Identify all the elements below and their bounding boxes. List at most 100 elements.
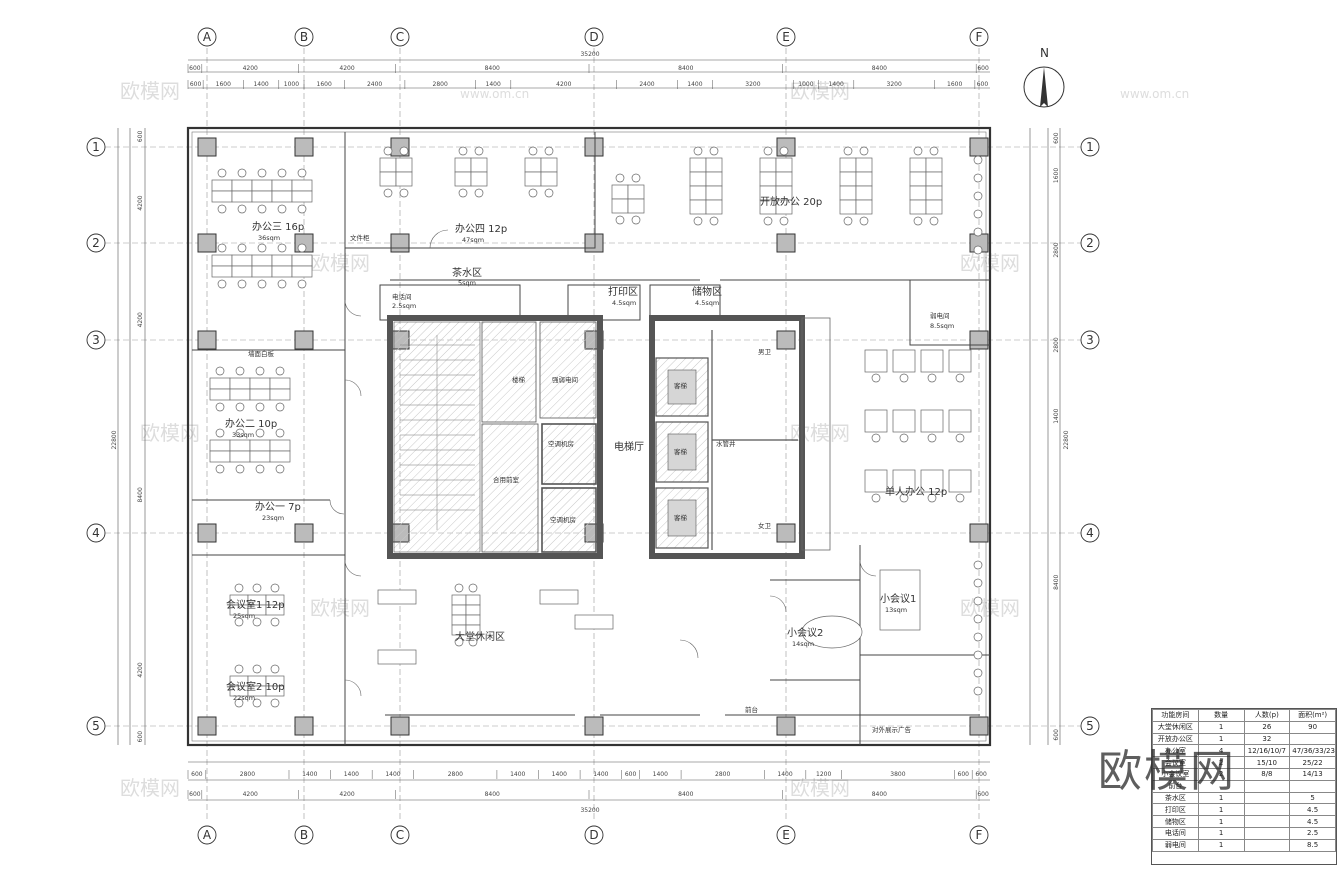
sofa bbox=[377, 589, 417, 605]
structural-column bbox=[584, 716, 604, 736]
desk bbox=[839, 185, 857, 201]
dimension-label: 8400 bbox=[485, 791, 500, 798]
room-meeting1-area: 25sqm bbox=[233, 612, 255, 620]
dimension-label: 3200 bbox=[887, 81, 902, 88]
chair bbox=[859, 146, 869, 156]
dimension-label: 1400 bbox=[653, 771, 668, 778]
room-meeting1-name: 会议室1 12p bbox=[226, 598, 285, 611]
chair bbox=[237, 168, 247, 178]
dimension-label: 600 bbox=[137, 731, 144, 743]
chair bbox=[234, 583, 244, 593]
desk bbox=[611, 198, 629, 214]
chair bbox=[234, 698, 244, 708]
chair bbox=[973, 596, 983, 606]
chair bbox=[270, 698, 280, 708]
chair bbox=[927, 433, 937, 443]
chair bbox=[217, 279, 227, 289]
building-inner-outline bbox=[191, 131, 987, 742]
desk bbox=[269, 388, 291, 401]
dimension-label: 1400 bbox=[687, 81, 702, 88]
chair bbox=[763, 216, 773, 226]
desk bbox=[540, 171, 558, 187]
desk bbox=[465, 594, 481, 606]
chair bbox=[929, 216, 939, 226]
chair bbox=[297, 204, 307, 214]
chair bbox=[257, 279, 267, 289]
desk bbox=[379, 157, 397, 173]
room-tea-area: 5sqm bbox=[458, 279, 476, 287]
dimension-label: 4200 bbox=[556, 81, 571, 88]
desk bbox=[379, 171, 397, 187]
room-small-meeting1-area: 13sqm bbox=[885, 606, 907, 614]
chair bbox=[458, 188, 468, 198]
axis-bubble-C bbox=[390, 27, 410, 47]
room-elevator-2: 客梯 bbox=[674, 447, 688, 456]
chair bbox=[779, 216, 789, 226]
room-print-area: 4.5sqm bbox=[612, 299, 636, 307]
chair bbox=[929, 146, 939, 156]
chair bbox=[973, 191, 983, 201]
desk bbox=[209, 439, 231, 452]
desk bbox=[855, 171, 873, 187]
room-ac: 空调机房 bbox=[550, 515, 576, 524]
desk bbox=[231, 179, 253, 192]
desk bbox=[948, 349, 972, 373]
room-reception: 前台 bbox=[745, 705, 758, 714]
chair bbox=[255, 402, 265, 412]
desk bbox=[909, 199, 927, 215]
axis-label-A: A bbox=[203, 828, 212, 842]
room-office4-name: 办公四 12p bbox=[455, 222, 507, 235]
desk bbox=[705, 171, 723, 187]
table-cell: 1 bbox=[1197, 826, 1245, 840]
chair bbox=[973, 155, 983, 165]
structural-column bbox=[197, 137, 217, 157]
chair bbox=[709, 146, 719, 156]
structural-column bbox=[294, 716, 314, 736]
structural-column bbox=[776, 233, 796, 253]
watermark: 欧模网 bbox=[120, 79, 180, 103]
axis-bubble-B bbox=[294, 825, 314, 845]
chair bbox=[257, 168, 267, 178]
desk bbox=[249, 439, 271, 452]
chair bbox=[215, 402, 225, 412]
dimension-label: 600 bbox=[1053, 132, 1060, 144]
dimension-label: 1000 bbox=[798, 81, 813, 88]
axis-bubble-B bbox=[294, 27, 314, 47]
structural-column bbox=[969, 716, 989, 736]
desk bbox=[524, 171, 542, 187]
table-cell bbox=[1243, 779, 1291, 793]
room-elevator-1: 客梯 bbox=[674, 381, 688, 390]
room-storage-name: 储物区 bbox=[692, 285, 722, 298]
chair bbox=[252, 698, 262, 708]
desk bbox=[229, 439, 251, 452]
desk bbox=[395, 171, 413, 187]
dimension-label: 2800 bbox=[1053, 242, 1060, 257]
room-lounge-name: 大堂休闲区 bbox=[455, 630, 505, 643]
sofa bbox=[574, 614, 614, 630]
desk bbox=[265, 685, 285, 697]
table-cell: 1 bbox=[1197, 803, 1245, 817]
desk bbox=[231, 265, 253, 278]
axis-bubble-C bbox=[390, 825, 410, 845]
chair bbox=[275, 428, 285, 438]
desk bbox=[454, 157, 472, 173]
total-height-label: 22800 bbox=[111, 430, 118, 449]
dimension-label: 2400 bbox=[367, 81, 382, 88]
dimension-label: 4200 bbox=[243, 791, 258, 798]
axis-label-3: 3 bbox=[1086, 333, 1094, 347]
watermark: 欧模网 bbox=[790, 79, 850, 103]
north-arrow: N bbox=[1023, 46, 1065, 108]
chair bbox=[237, 279, 247, 289]
desk bbox=[395, 157, 413, 173]
chair bbox=[474, 146, 484, 156]
axis-bubble-2 bbox=[86, 233, 106, 253]
dimension-label: 2800 bbox=[715, 771, 730, 778]
note-wall: 墙面白板 bbox=[248, 349, 275, 358]
sofa bbox=[377, 649, 417, 665]
desk bbox=[909, 185, 927, 201]
table-cell bbox=[1243, 838, 1291, 852]
dimension-label: 1400 bbox=[593, 771, 608, 778]
desk bbox=[271, 179, 293, 192]
room-office3-area: 36sqm bbox=[258, 234, 280, 242]
